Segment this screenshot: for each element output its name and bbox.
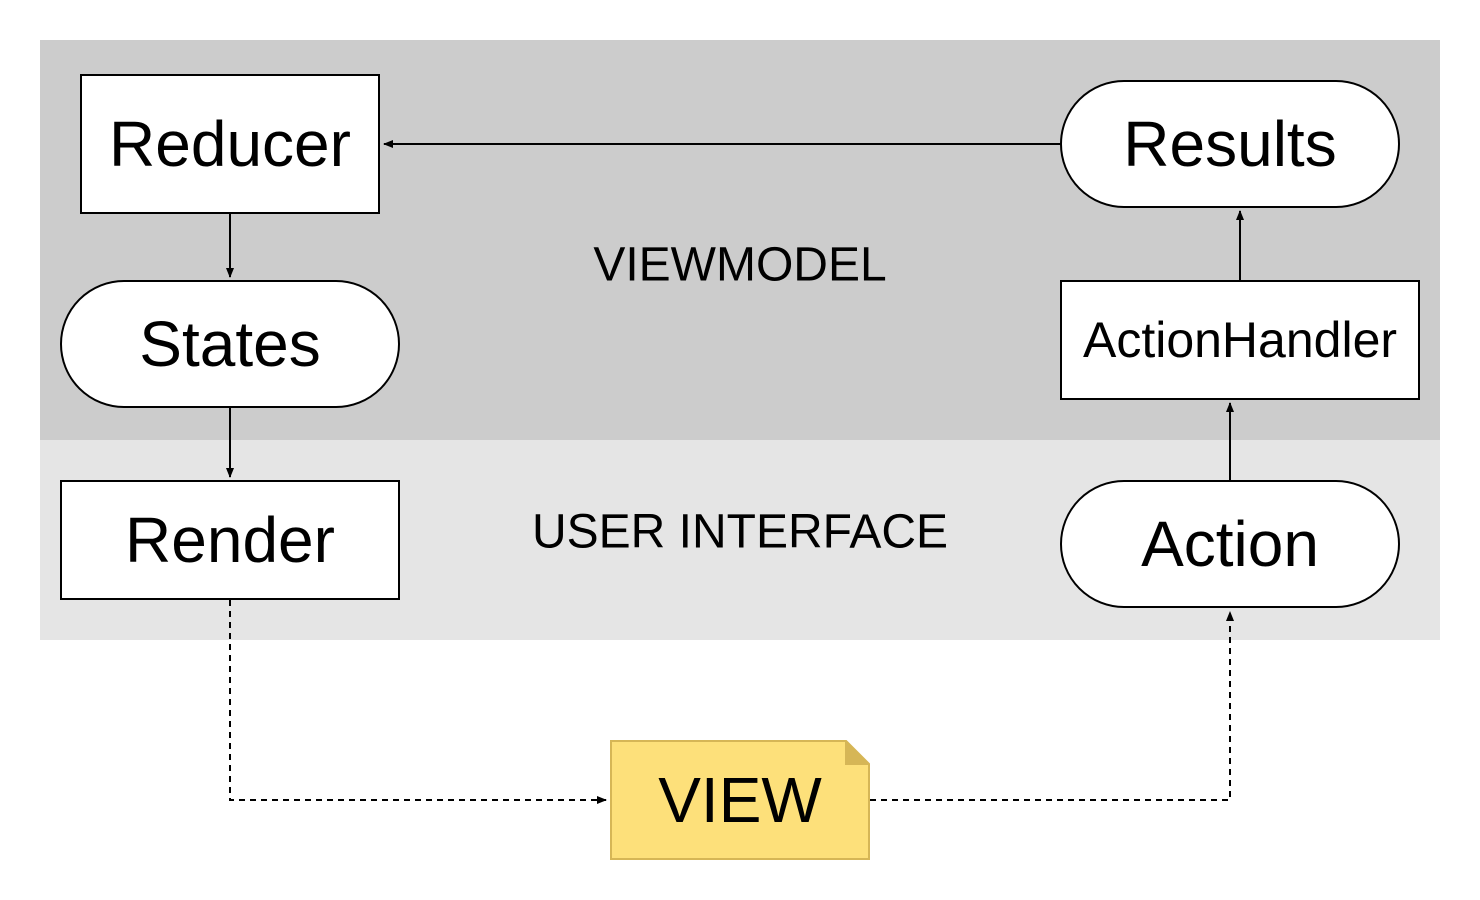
user-interface-label: USER INTERFACE — [531, 505, 949, 559]
render-label: Render — [125, 504, 335, 576]
reducer-node: Reducer — [80, 74, 380, 214]
edge-render-to-view — [229, 600, 607, 804]
render-node: Render — [60, 480, 400, 600]
states-node: States — [60, 280, 400, 408]
reducer-label: Reducer — [109, 108, 351, 180]
actionhandler-label: ActionHandler — [1082, 312, 1398, 368]
view-label: VIEW — [658, 764, 822, 836]
view-note-shape — [610, 740, 870, 860]
viewmodel-label: VIEWMODEL — [593, 238, 887, 292]
view-node: VIEW — [610, 740, 870, 860]
results-node: Results — [1060, 80, 1400, 208]
edge-view-to-action — [870, 611, 1234, 801]
states-label: States — [139, 308, 321, 380]
action-node: Action — [1060, 480, 1400, 608]
results-label: Results — [1123, 108, 1337, 180]
action-label: Action — [1141, 508, 1319, 580]
actionhandler-node: ActionHandler — [1060, 280, 1420, 400]
